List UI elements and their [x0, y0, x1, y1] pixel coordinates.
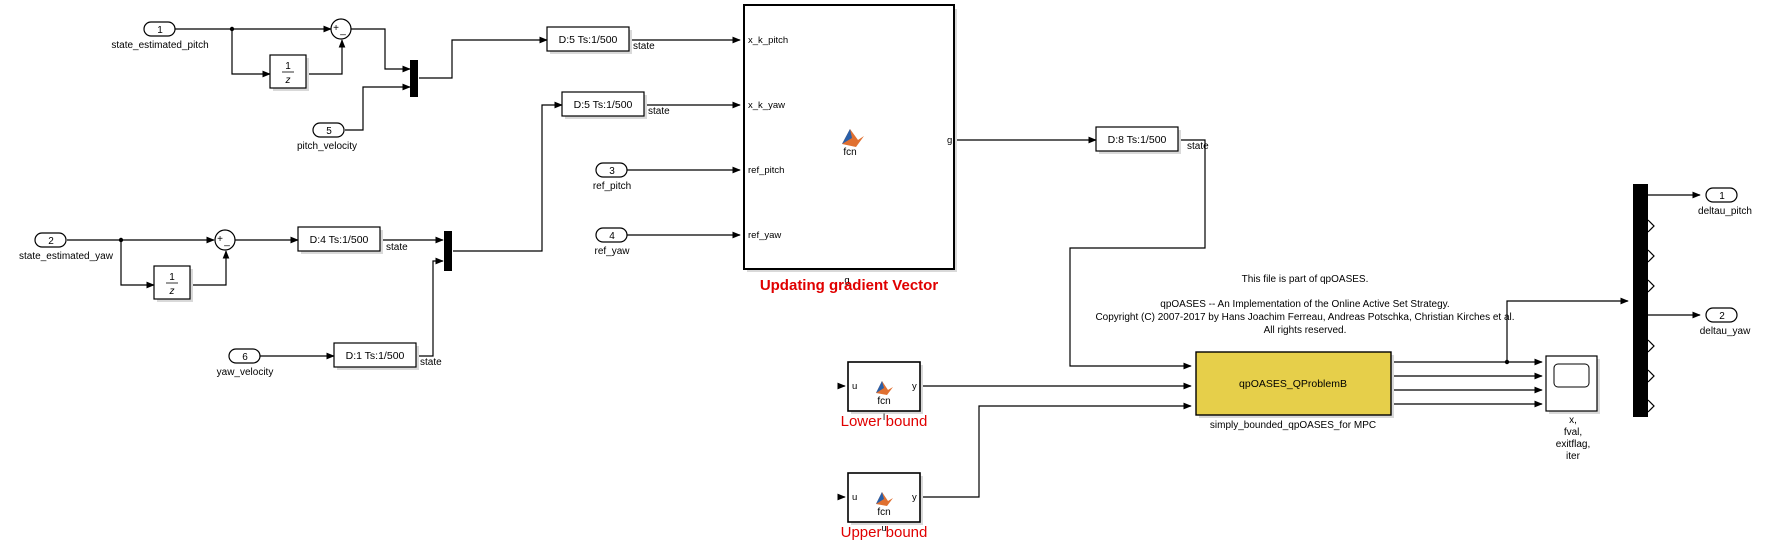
inport-4[interactable]: 4 ref_yaw	[594, 227, 630, 257]
matlab-logo-icon	[876, 492, 893, 506]
svg-text:1: 1	[157, 25, 163, 36]
svg-text:iter: iter	[1566, 451, 1581, 462]
outport-1-label: deltau_pitch	[1698, 206, 1752, 217]
svg-text:D:5 Ts:1/500: D:5 Ts:1/500	[559, 34, 618, 46]
unit-delay-yaw[interactable]: 1 z	[153, 265, 193, 302]
signal-wires	[67, 25, 1701, 501]
svg-text:+: +	[217, 234, 223, 245]
demux-block[interactable]	[1633, 184, 1655, 417]
svg-text:5: 5	[326, 126, 332, 137]
inport-2[interactable]: 2 state_estimated_yaw	[19, 232, 114, 262]
svg-text:D:8 Ts:1/500: D:8 Ts:1/500	[1108, 134, 1167, 146]
svg-text:1: 1	[169, 272, 175, 283]
inport-1[interactable]: 1 state_estimated_pitch	[111, 21, 209, 51]
mux-pitch[interactable]	[410, 60, 418, 97]
svg-text:qpOASES -- An Implementation o: qpOASES -- An Implementation of the Onli…	[1160, 299, 1449, 310]
matlab-logo-icon	[842, 129, 864, 147]
mux-yaw[interactable]	[444, 231, 452, 271]
rate-transition-yaw[interactable]: D:5 Ts:1/500 state	[561, 91, 670, 119]
inport-6[interactable]: 6 yaw_velocity	[217, 348, 274, 378]
svg-text:u: u	[881, 523, 886, 534]
lower-bound-block[interactable]: u y fcn l	[847, 361, 923, 423]
svg-text:fval,: fval,	[1564, 427, 1582, 438]
svg-text:Copyright (C) 2007-2017 by Han: Copyright (C) 2007-2017 by Hans Joachim …	[1095, 312, 1514, 323]
inport-3[interactable]: 3 ref_pitch	[593, 162, 631, 192]
svg-text:_: _	[339, 25, 346, 36]
svg-text:2: 2	[48, 236, 54, 247]
svg-text:1: 1	[285, 61, 291, 72]
port-x-k-yaw: x_k_yaw	[748, 100, 785, 111]
svg-text:state: state	[420, 357, 442, 368]
svg-text:2: 2	[1719, 311, 1725, 322]
svg-text:D:4 Ts:1/500: D:4 Ts:1/500	[310, 234, 369, 246]
port-g: g	[947, 135, 952, 146]
sum-block-pitch[interactable]: + _	[330, 18, 352, 40]
license-annotation: This file is part of qpOASES. qpOASES --…	[1095, 274, 1514, 336]
inport-1-label: state_estimated_pitch	[111, 40, 208, 51]
svg-text:z: z	[285, 75, 291, 86]
svg-text:u: u	[852, 492, 857, 503]
svg-text:6: 6	[242, 352, 248, 363]
svg-text:4: 4	[609, 231, 615, 242]
svg-text:y: y	[912, 492, 917, 503]
inport-5[interactable]: 5 pitch_velocity	[297, 122, 357, 152]
inport-4-label: ref_yaw	[594, 246, 630, 257]
inport-5-label: pitch_velocity	[297, 141, 357, 152]
port-ref-yaw: ref_yaw	[748, 230, 781, 241]
svg-text:z: z	[169, 286, 175, 297]
qp-oases-block[interactable]: qpOASES_QProblemB	[1195, 351, 1394, 418]
svg-text:x,: x,	[1569, 415, 1577, 426]
rate-transition-pitch[interactable]: D:5 Ts:1/500 state	[546, 26, 655, 54]
branch-points	[118, 26, 1510, 365]
svg-text:3: 3	[609, 166, 615, 177]
inport-2-label: state_estimated_yaw	[19, 251, 114, 262]
outport-2[interactable]: 2 deltau_yaw	[1700, 307, 1751, 337]
qp-block-caption: simply_bounded_qpOASES_for MPC	[1210, 420, 1376, 431]
svg-text:_: _	[223, 236, 230, 247]
lower-bound-title: Lower bound	[841, 413, 928, 430]
scope-labels: x, fval, exitflag, iter	[1556, 415, 1590, 462]
port-x-k-pitch: x_k_pitch	[748, 35, 788, 46]
rate-transition-yaw-state[interactable]: D:4 Ts:1/500 state	[297, 226, 408, 254]
inport-6-label: yaw_velocity	[217, 367, 274, 378]
svg-text:fcn: fcn	[877, 396, 890, 407]
svg-text:state: state	[633, 41, 655, 52]
inport-3-label: ref_pitch	[593, 181, 631, 192]
outport-1[interactable]: 1 deltau_pitch	[1698, 187, 1752, 217]
svg-text:+: +	[333, 23, 339, 34]
outport-2-label: deltau_yaw	[1700, 326, 1751, 337]
matlab-logo-icon	[876, 381, 893, 395]
gradient-block-title: Updating gradient Vector	[760, 277, 939, 294]
port-ref-pitch: ref_pitch	[748, 165, 784, 176]
svg-text:1: 1	[1719, 191, 1725, 202]
svg-text:All rights reserved.: All rights reserved.	[1264, 325, 1347, 336]
svg-text:This file is part of qpOASES.: This file is part of qpOASES.	[1242, 274, 1369, 285]
rate-transition-yaw-velocity[interactable]: D:1 Ts:1/500 state	[333, 342, 442, 370]
svg-text:D:5 Ts:1/500: D:5 Ts:1/500	[574, 99, 633, 111]
upper-bound-block[interactable]: u y fcn u	[847, 472, 923, 534]
unit-delay-pitch[interactable]: 1 z	[269, 54, 309, 91]
svg-text:D:1 Ts:1/500: D:1 Ts:1/500	[346, 350, 405, 362]
svg-text:state: state	[1187, 141, 1209, 152]
upper-bound-title: Upper bound	[841, 524, 928, 541]
gradient-function-block[interactable]: x_k_pitch x_k_yaw ref_pitch ref_yaw g fc…	[743, 4, 957, 286]
svg-text:state: state	[386, 242, 408, 253]
svg-text:g: g	[844, 275, 849, 286]
rate-transition-gradient[interactable]: D:8 Ts:1/500 state	[1095, 126, 1209, 154]
svg-text:y: y	[912, 381, 917, 392]
sum-block-yaw[interactable]: + _	[214, 229, 236, 251]
svg-text:u: u	[852, 381, 857, 392]
scope-block[interactable]	[1545, 355, 1600, 414]
svg-text:fcn: fcn	[843, 147, 856, 158]
svg-text:l: l	[883, 412, 885, 423]
svg-text:exitflag,: exitflag,	[1556, 439, 1590, 450]
svg-text:fcn: fcn	[877, 507, 890, 518]
svg-text:state: state	[648, 106, 670, 117]
qp-block-name: qpOASES_QProblemB	[1239, 378, 1347, 390]
